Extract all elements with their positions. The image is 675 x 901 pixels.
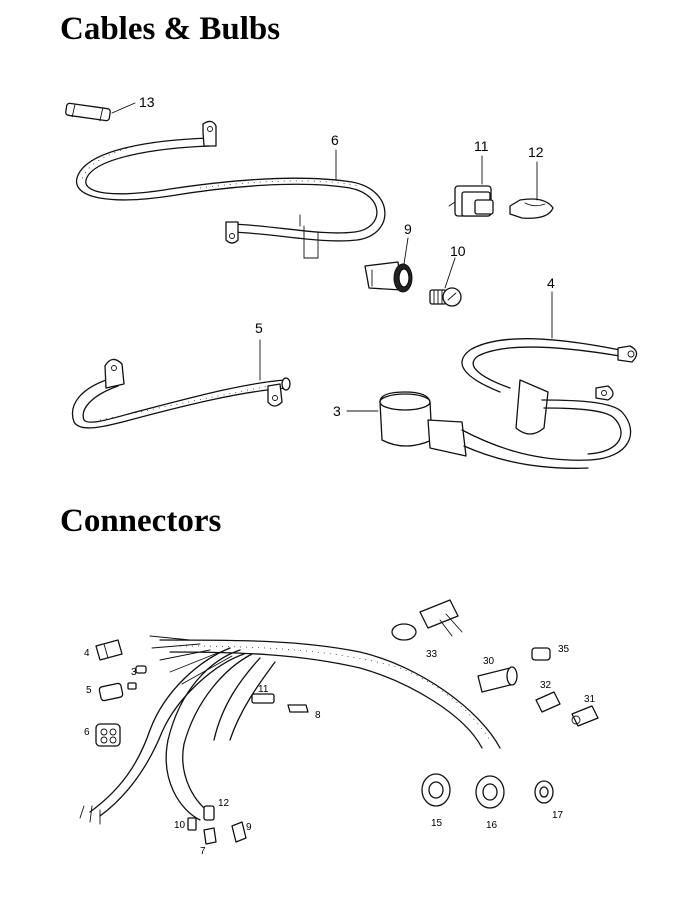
callout-3: 3	[333, 403, 341, 419]
part-4-connector	[95, 639, 123, 661]
part-17-grommet	[534, 780, 554, 804]
callout-b-5: 5	[86, 685, 92, 696]
part-6-cable	[76, 120, 386, 259]
callout-b-4: 4	[84, 648, 90, 659]
part-12-connector	[203, 805, 215, 821]
section-title-cables-bulbs: Cables & Bulbs	[60, 11, 281, 47]
part-5-cable	[72, 358, 291, 429]
part-8-connector	[287, 704, 309, 713]
callout-6: 6	[331, 132, 339, 148]
section-title-connectors: Connectors	[60, 503, 222, 539]
part-10-screw-bulb	[429, 287, 462, 307]
callout-10: 10	[450, 243, 466, 259]
leader-13	[111, 102, 136, 114]
wiring-harness	[79, 635, 501, 825]
part-33-switch	[391, 599, 463, 641]
part-6-connector	[95, 723, 121, 747]
part-32-bulb	[535, 691, 561, 713]
part-10-connector	[187, 817, 197, 831]
callout-b-12: 12	[218, 798, 230, 809]
callout-9: 9	[404, 221, 412, 237]
part-11-connector	[251, 693, 275, 704]
callout-b-15: 15	[431, 818, 443, 829]
callout-b-11: 11	[258, 684, 269, 695]
leader-10	[444, 257, 456, 289]
part-9-connector	[231, 821, 247, 843]
part-31-bulb	[571, 705, 599, 727]
callout-b-31: 31	[584, 694, 596, 705]
part-35-bulb	[531, 647, 551, 661]
callout-b-30: 30	[483, 656, 495, 667]
callout-b-9: 9	[246, 822, 252, 833]
callout-b-32: 32	[540, 680, 552, 691]
callout-b-6: 6	[84, 727, 90, 738]
callout-b-8: 8	[315, 710, 321, 721]
callout-b-16: 16	[486, 820, 498, 831]
part-12-bulb	[509, 198, 554, 219]
leader-9	[403, 237, 409, 265]
callout-11: 11	[474, 138, 489, 154]
callout-12: 12	[528, 144, 544, 160]
part-16-grommet	[475, 775, 505, 809]
part-11-bulb-holder	[448, 185, 494, 217]
callout-b-17: 17	[552, 810, 564, 821]
part-3-connector	[135, 665, 147, 674]
callout-b-3: 3	[131, 667, 137, 678]
callout-b-35: 35	[558, 644, 570, 655]
part-4-cable	[461, 337, 638, 461]
part-15-grommet	[421, 773, 451, 807]
part-5-connector	[98, 682, 137, 702]
part-3-boot	[379, 391, 591, 469]
part-30-plug	[477, 666, 518, 693]
part-7-connector	[203, 827, 217, 845]
callout-b-7: 7	[200, 846, 206, 857]
part-13-fuse	[65, 102, 111, 122]
callout-13: 13	[139, 94, 155, 110]
callout-5: 5	[255, 320, 263, 336]
callout-b-33: 33	[426, 649, 438, 660]
callout-4: 4	[547, 275, 555, 291]
part-9-socket	[364, 261, 413, 293]
callout-b-10: 10	[174, 820, 186, 831]
